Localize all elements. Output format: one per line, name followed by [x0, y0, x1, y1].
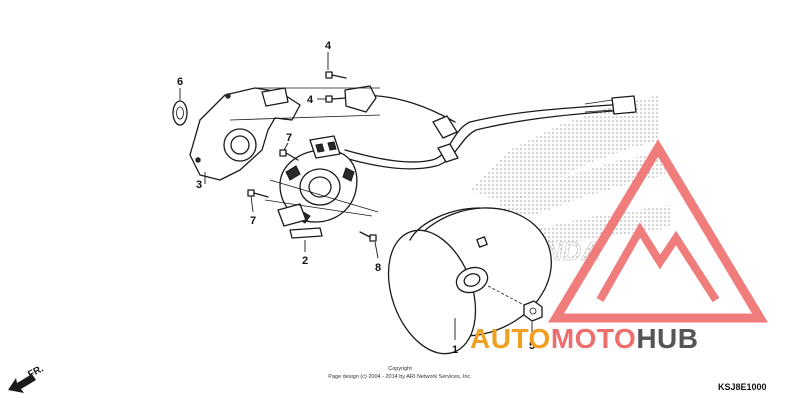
- assembly-lines: [229, 87, 381, 217]
- callout-6: 6: [177, 76, 183, 88]
- callout-2: 2: [302, 255, 308, 267]
- base-plate: [189, 87, 301, 181]
- callout-4-middle: 4: [307, 94, 314, 106]
- watermark-emblem: [548, 139, 768, 323]
- copyright-line-1: Copyright: [388, 366, 412, 372]
- copyright-line-2: Page design (c) 2004 - 2014 by ARI Netwo…: [328, 374, 472, 380]
- wiring-harness: [344, 94, 637, 170]
- callout-3: 3: [196, 179, 202, 191]
- callout-4-top: 4: [325, 40, 332, 52]
- watermark-auto: AUTO: [470, 323, 551, 354]
- callout-5: 5: [529, 340, 535, 352]
- flywheel: [387, 207, 552, 355]
- watermark-hub: HUB: [636, 323, 698, 354]
- callout-7-upper: 7: [286, 132, 292, 144]
- background-wing-logo: HONDA: [470, 95, 670, 266]
- callouts: 4 4 6 7 3 7 2 8 5 1: [177, 40, 535, 356]
- callout-8: 8: [375, 262, 381, 274]
- front-arrow-label: FR.: [26, 363, 46, 380]
- watermark-moto: MOTO: [551, 323, 636, 354]
- stator-assembly: [277, 135, 358, 239]
- front-arrow-icon: [8, 374, 36, 393]
- front-direction: FR.: [8, 363, 46, 393]
- drawing-code: KSJ8E1000: [718, 382, 767, 392]
- callout-leaders: [179, 52, 533, 340]
- wire-clamp: [344, 85, 377, 113]
- flywheel-nut: [487, 285, 543, 322]
- oil-seal: [172, 100, 188, 126]
- callout-1: 1: [452, 344, 458, 356]
- watermark-text: AUTOMOTOHUB: [470, 323, 698, 354]
- callout-7-lower: 7: [250, 215, 256, 227]
